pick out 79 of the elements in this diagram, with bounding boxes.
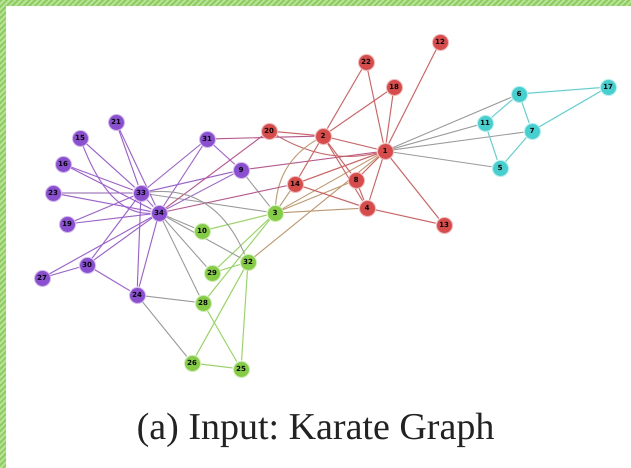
edge-line <box>246 176 270 207</box>
edge-line <box>241 270 248 361</box>
edge-line <box>215 136 315 140</box>
edge-line <box>326 142 364 202</box>
edge-line <box>166 173 234 210</box>
edge-line <box>118 130 139 186</box>
edge-line <box>218 218 270 268</box>
edge-line <box>393 132 524 150</box>
edge-line <box>283 208 359 214</box>
edge-line <box>75 213 151 224</box>
edge-line <box>142 301 188 357</box>
edge-line <box>94 218 152 260</box>
caption: (a) Input: Karate Graph <box>136 405 496 449</box>
edge-line <box>74 196 134 222</box>
edge-line <box>369 158 383 200</box>
edge-line <box>119 129 156 206</box>
edge-line <box>249 152 377 170</box>
edge-line <box>390 157 440 219</box>
edge-line <box>200 363 233 369</box>
edge-line <box>330 91 388 132</box>
edge-line <box>326 69 362 129</box>
edge-line <box>392 96 512 148</box>
edge-line <box>196 269 244 356</box>
edge-line <box>282 182 348 210</box>
edge-line <box>138 221 158 287</box>
edge-line <box>386 95 394 143</box>
edge-line <box>393 152 492 168</box>
edge-line <box>164 219 207 267</box>
edge-line <box>82 146 151 214</box>
edge-line <box>302 186 360 206</box>
edge-line <box>220 264 240 272</box>
edge-line <box>328 142 352 174</box>
edge-line <box>86 143 136 188</box>
edge-line <box>92 199 136 259</box>
edge-line <box>487 130 498 160</box>
edge-line <box>375 209 436 224</box>
edge-line <box>505 137 527 162</box>
edge-line <box>70 166 134 191</box>
edge-line <box>162 220 200 296</box>
edge-line <box>539 90 601 128</box>
edge-line <box>145 295 195 303</box>
edge-line <box>491 99 513 118</box>
edge-line <box>362 156 380 174</box>
edge-line <box>275 140 316 205</box>
edge-line <box>136 201 142 287</box>
edge-line <box>212 144 236 165</box>
edge-line <box>70 167 152 210</box>
edge-line <box>167 185 287 212</box>
edge-line <box>254 156 379 258</box>
edge-line <box>149 190 246 254</box>
edge-line <box>302 153 378 182</box>
edge-line <box>527 87 600 94</box>
edge-line <box>166 216 241 258</box>
edge-line <box>49 216 152 274</box>
edge-line <box>367 70 384 143</box>
edge-line <box>147 144 201 188</box>
edge-line <box>358 188 364 200</box>
edge-line <box>210 214 267 230</box>
edge-line <box>94 268 130 292</box>
edge-line <box>149 194 267 212</box>
edge-line <box>388 49 437 144</box>
edge-line <box>206 310 238 362</box>
edge-line <box>50 266 79 276</box>
edge-line <box>166 216 194 228</box>
edge-line <box>62 192 132 194</box>
edge-line <box>331 137 377 150</box>
edge-line <box>276 134 377 157</box>
edge-line <box>149 171 233 192</box>
edge-line <box>282 154 378 210</box>
edge-line <box>208 219 270 297</box>
edge-line <box>393 124 477 150</box>
edge-line <box>146 198 154 208</box>
edge-line <box>163 146 203 206</box>
edge-line <box>165 136 263 208</box>
edge-line <box>277 131 315 136</box>
edge-line <box>61 194 151 212</box>
edge-line <box>521 102 530 124</box>
edge-line <box>279 190 291 206</box>
edge-line <box>298 143 320 177</box>
